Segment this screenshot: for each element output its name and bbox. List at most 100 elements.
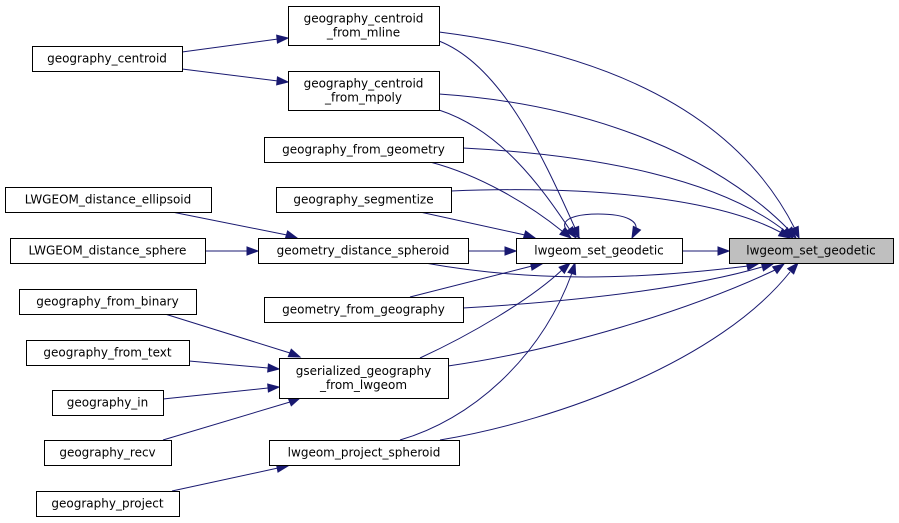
node-box [26, 340, 190, 366]
arrowhead-icon [777, 228, 792, 239]
arrowhead-icon [771, 263, 786, 275]
arrowhead-icon [559, 227, 573, 239]
node-dist-sphere[interactable]: LWGEOM_distance_sphere [10, 238, 206, 264]
edge-geog_recv-to-gser_from_lwgeom [162, 397, 302, 441]
arrowhead-icon [284, 230, 299, 240]
arrowhead-icon [287, 348, 302, 358]
edge-project_spheroid-to-target [439, 261, 799, 441]
edge-line [181, 68, 279, 82]
edge-line [438, 93, 790, 231]
edge-line [438, 109, 571, 231]
edge-line [162, 387, 269, 400]
node-box [264, 137, 464, 163]
node-label: geography_from_binary [36, 295, 178, 309]
node-box [276, 187, 452, 213]
edge-line [438, 40, 576, 229]
node-box [32, 46, 183, 72]
edge-geog_in-to-gser_from_lwgeom [162, 383, 281, 400]
arrowhead-icon [287, 397, 302, 407]
edge-line [419, 211, 526, 236]
edge-line [171, 211, 288, 236]
edge-line [399, 272, 573, 441]
node-label: geography_from_geometry [282, 143, 445, 157]
arrowhead-icon [276, 76, 290, 86]
edge-project_spheroid-to-set_geodetic_mid [399, 261, 577, 441]
edge-geography_centroid-to-centroid_mline [181, 34, 290, 53]
edge-line [424, 262, 749, 278]
node-box [5, 187, 212, 213]
node-centroid-mline[interactable]: geography_centroid_from_mline [288, 6, 440, 46]
edge-geom_from_geog-to-set_geodetic_mid [409, 261, 544, 298]
node-set-geodetic-mid[interactable]: lwgeom_set_geodetic [516, 238, 683, 264]
node-geog-in[interactable]: geography_in [52, 390, 164, 416]
arrowhead-icon [567, 261, 577, 276]
node-gser-from-lwgeom[interactable]: gserialized_geography_from_lwgeom [279, 358, 449, 399]
edge-geog_project-to-project_spheroid [171, 463, 290, 492]
node-box [52, 390, 164, 416]
node-label: lwgeom_set_geodetic [746, 244, 876, 258]
edge-centroid_mline-to-target [438, 31, 800, 240]
node-dist-spheroid[interactable]: geometry_distance_spheroid [258, 238, 469, 264]
edges-layer [162, 31, 800, 492]
edge-from_geometry-to-set_geodetic_mid [429, 161, 573, 239]
edge-line [438, 31, 796, 230]
node-segmentize[interactable]: geography_segmentize [276, 187, 452, 213]
node-target[interactable]: lwgeom_set_geodetic [729, 238, 894, 264]
node-from-binary[interactable]: geography_from_binary [19, 289, 197, 315]
edge-geography_centroid-to-centroid_mpoly [181, 68, 290, 86]
node-label: geography_from_text [43, 346, 171, 360]
node-box [36, 491, 180, 517]
edge-dist_ellipsoid-to-dist_spheroid [171, 211, 299, 240]
node-geography-centroid[interactable]: geography_centroid [32, 46, 183, 72]
node-label: geography_project [51, 497, 164, 511]
node-box [288, 71, 440, 111]
edge-line [429, 161, 563, 232]
node-geog-project[interactable]: geography_project [36, 491, 180, 517]
arrowhead-icon [760, 262, 775, 272]
node-centroid-mpoly[interactable]: geography_centroid_from_mpoly [288, 71, 440, 111]
edge-from_binary-to-gser_from_lwgeom [164, 313, 302, 358]
node-geog-recv[interactable]: geography_recv [44, 440, 172, 466]
edge-line [188, 360, 269, 369]
edge-segmentize-to-set_geodetic_mid [419, 211, 537, 240]
edge-line [409, 265, 533, 298]
node-box [288, 6, 440, 46]
node-label: gserialized_geography [296, 364, 431, 378]
node-box [269, 440, 460, 466]
edge-gser_from_lwgeom-to-target [447, 263, 786, 367]
node-box [516, 238, 683, 264]
nodes-layer: lwgeom_set_geodeticlwgeom_set_geodeticge… [5, 6, 894, 517]
arrowhead-icon [786, 261, 799, 275]
node-box [44, 440, 172, 466]
node-label: lwgeom_project_spheroid [288, 446, 441, 460]
node-project-spheroid[interactable]: lwgeom_project_spheroid [269, 440, 460, 466]
arrowhead-icon [631, 225, 642, 240]
edge-dist_spheroid-to-target [424, 261, 760, 278]
node-box [10, 238, 206, 264]
node-label: geography_recv [59, 446, 155, 460]
edge-line [447, 269, 776, 367]
node-box [279, 358, 449, 399]
arrowhead-icon [522, 230, 537, 240]
edge-line [450, 189, 781, 233]
arrowhead-icon [276, 34, 290, 44]
arrowhead-icon [267, 363, 281, 373]
arrowhead-icon [558, 262, 572, 275]
edge-set_geodetic_mid-to-target [682, 246, 731, 256]
arrowhead-icon [246, 246, 260, 256]
node-from-text[interactable]: geography_from_text [26, 340, 190, 366]
edge-line [462, 266, 763, 309]
node-box [264, 297, 464, 323]
edge-line [419, 269, 563, 359]
node-geom-from-geog[interactable]: geometry_from_geography [264, 297, 464, 323]
edge-from_geometry-to-target [462, 147, 795, 239]
node-box [258, 238, 469, 264]
node-box [19, 289, 197, 315]
node-from-geometry[interactable]: geography_from_geometry [264, 137, 464, 163]
edge-line [164, 313, 291, 354]
node-dist-ellipsoid[interactable]: LWGEOM_distance_ellipsoid [5, 187, 212, 213]
edge-line [439, 271, 791, 441]
node-label: geography_segmentize [293, 193, 433, 207]
node-box [729, 238, 894, 264]
